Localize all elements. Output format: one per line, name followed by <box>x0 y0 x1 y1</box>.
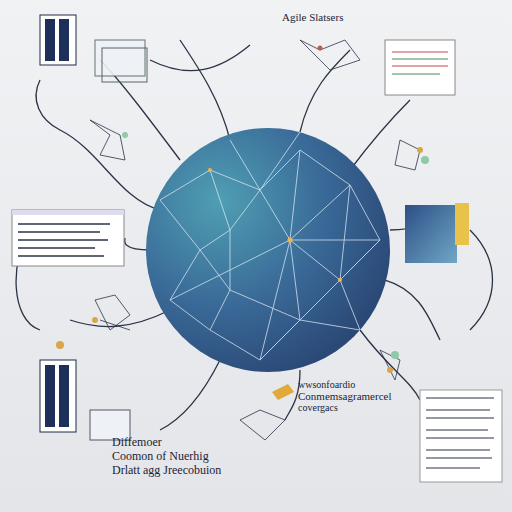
caption-text: Agile Slatsers <box>282 12 343 24</box>
caption-text: Drlatt agg Jreecobuion <box>112 464 221 477</box>
caption-text: covergacs <box>298 403 338 414</box>
caption-text: Conmemsagramercel <box>298 391 391 403</box>
caption-text: Coomon of Nuerhig <box>112 450 209 463</box>
caption-text: wwsonfoardio <box>298 380 355 391</box>
caption-text: Diffemoer <box>112 436 162 449</box>
